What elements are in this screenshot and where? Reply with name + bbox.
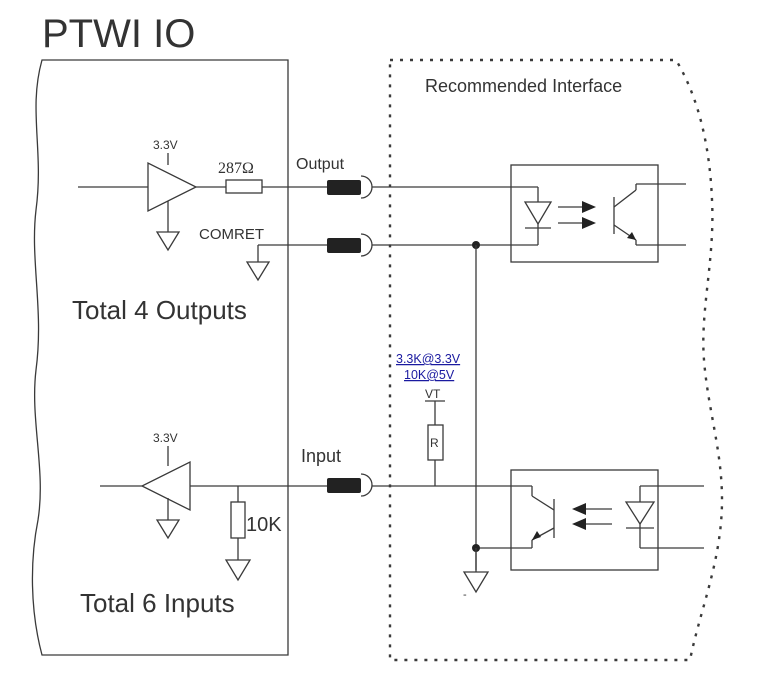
input-light-arrow-icon bbox=[572, 503, 586, 515]
comret-ground-icon bbox=[245, 261, 271, 282]
total-inputs-label: Total 6 Inputs bbox=[80, 588, 235, 618]
pullup-resistor-letter: R bbox=[430, 436, 439, 450]
output-resistor-label: 287Ω bbox=[218, 160, 254, 177]
input-optocoupler bbox=[472, 469, 704, 571]
pullup-value-line2: 10K@5V bbox=[404, 368, 455, 382]
comret-group: COMRET bbox=[199, 226, 538, 282]
diagram-title: PTWI IO bbox=[42, 12, 195, 56]
pullup-group: 3.3K@3.3V 10K@5V VT R bbox=[396, 352, 461, 486]
input-connector-icon bbox=[327, 478, 361, 493]
total-outputs-label: Total 4 Outputs bbox=[72, 295, 247, 325]
input-pulldown-label: 10K bbox=[246, 514, 282, 536]
output-supply-label: 3.3V bbox=[153, 138, 178, 152]
pullup-value-line1: 3.3K@3.3V bbox=[396, 352, 461, 366]
output-label: Output bbox=[296, 156, 345, 173]
output-optocoupler bbox=[510, 164, 686, 263]
output-buffer-ground-icon bbox=[155, 231, 181, 252]
input-buffer-group: 3.3V 10K Input bbox=[100, 431, 532, 582]
input-pulldown-resistor bbox=[230, 501, 246, 539]
vt-label: VT bbox=[425, 387, 441, 401]
ground-minus-label: - bbox=[463, 589, 467, 601]
input-buffer-icon bbox=[140, 460, 191, 512]
interface-label: Recommended Interface bbox=[425, 76, 622, 96]
output-buffer-icon bbox=[147, 161, 198, 213]
output-buffer-group: 3.3V 287Ω Output bbox=[78, 138, 538, 252]
bus-ground-group: - bbox=[462, 548, 490, 601]
output-connector-icon bbox=[327, 180, 361, 195]
comret-label: COMRET bbox=[199, 226, 264, 243]
input-pulldown-ground-icon bbox=[224, 559, 252, 582]
comret-connector-icon bbox=[327, 238, 361, 253]
ptwi-module-outline bbox=[31, 59, 289, 656]
input-label: Input bbox=[301, 446, 341, 466]
output-light-arrow-icon bbox=[582, 201, 596, 213]
bus-ground-icon bbox=[462, 571, 490, 594]
recommended-interface-region bbox=[388, 58, 724, 662]
input-led-icon bbox=[624, 501, 656, 526]
output-resistor bbox=[225, 179, 263, 194]
output-led-icon bbox=[523, 201, 553, 226]
input-supply-label: 3.3V bbox=[153, 431, 178, 445]
input-buffer-ground-icon bbox=[155, 519, 181, 540]
